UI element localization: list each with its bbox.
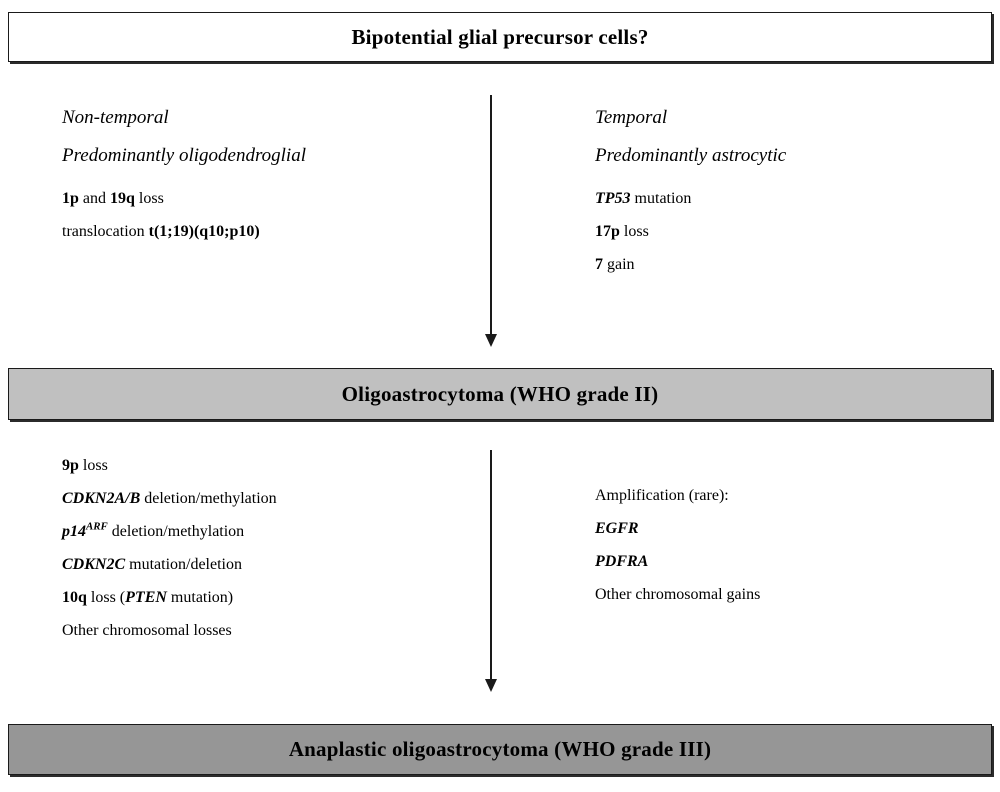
spacer: [62, 165, 462, 191]
box-grade2-label: Oligoastrocytoma (WHO grade II): [341, 381, 659, 406]
feature-line: CDKN2C mutation/deletion: [62, 557, 482, 573]
arrow-shaft: [490, 450, 492, 680]
column-temporal: Temporal Predominantly astrocytic TP53 m…: [595, 108, 975, 273]
feature-line: 1p and 19q loss: [62, 191, 462, 207]
text-segment: t(1;19)(q10;p10): [148, 223, 260, 240]
text-segment: EGFR: [595, 520, 639, 537]
arrow-head-icon: [485, 679, 497, 692]
text-segment: Other chromosomal gains: [595, 586, 761, 603]
feature-line: 7 gain: [595, 257, 975, 273]
box-grade3-label: Anaplastic oligoastrocytoma (WHO grade I…: [288, 737, 712, 761]
text-segment: and: [78, 190, 111, 207]
text-segment: Other chromosomal losses: [62, 622, 232, 639]
feature-line: EGFR: [595, 521, 975, 537]
text-segment: mutation/deletion: [125, 556, 242, 573]
box-oligoastrocytoma-who-grade-2: Oligoastrocytoma (WHO grade II): [8, 368, 992, 420]
box-precursor-label: Bipotential glial precursor cells?: [351, 24, 649, 49]
spacer: [595, 165, 975, 191]
text-segment: CDKN2A/B: [62, 490, 141, 507]
feature-list-non-temporal: 1p and 19q loss translocation t(1;19)(q10…: [62, 191, 462, 240]
text-segment: mutation: [630, 190, 692, 207]
text-segment: mutation): [166, 589, 234, 606]
text-segment: gain: [603, 256, 635, 273]
text-segment: deletion/methylation: [107, 523, 245, 540]
text-segment: 1p: [62, 190, 79, 207]
heading-predominantly-oligodendroglial: Predominantly oligodendroglial: [62, 145, 306, 166]
text-segment: TP53: [595, 190, 631, 207]
text-segment: 7: [595, 256, 603, 273]
feature-line: Amplification (rare):: [595, 488, 975, 504]
text-segment: 10q: [62, 589, 87, 606]
text-segment: 19q: [110, 190, 135, 207]
feature-list-progression-amplifications: Amplification (rare): EGFR PDFRA Other chro…: [595, 488, 975, 603]
arrow-precursor-to-grade2: [485, 95, 497, 347]
text-segment: ARF: [86, 520, 108, 533]
column-non-temporal: Non-temporal Predominantly oligodendrogl…: [62, 108, 462, 240]
text-segment: p14: [62, 523, 86, 540]
feature-line: TP53 mutation: [595, 191, 975, 207]
text-segment: 17p: [595, 223, 620, 240]
arrow-head-icon: [485, 334, 497, 347]
text-segment: loss (: [86, 589, 126, 606]
text-segment: loss: [619, 223, 649, 240]
feature-line: Other chromosomal gains: [595, 587, 975, 603]
arrow-shaft: [490, 95, 492, 335]
feature-line: CDKN2A/B deletion/methylation: [62, 491, 482, 507]
text-segment: 9p: [62, 457, 79, 474]
heading-non-temporal: Non-temporal: [62, 107, 169, 128]
box-anaplastic-oligoastrocytoma-who-grade-3: Anaplastic oligoastrocytoma (WHO grade I…: [8, 724, 992, 775]
text-segment: loss: [134, 190, 164, 207]
text-segment: PDFRA: [595, 553, 649, 570]
feature-line: p14ARF deletion/methylation: [62, 520, 482, 540]
feature-line: 10q loss (PTEN mutation): [62, 590, 482, 606]
feature-line: Other chromosomal losses: [62, 623, 482, 639]
text-segment: PTEN: [125, 589, 167, 606]
feature-list-temporal: TP53 mutation 17p loss 7 gain: [595, 191, 975, 273]
heading-predominantly-astrocytic: Predominantly astrocytic: [595, 145, 787, 166]
box-bipotential-glial-precursor-cells: Bipotential glial precursor cells?: [8, 12, 992, 62]
text-segment: translocation: [62, 223, 149, 240]
feature-line: 17p loss: [595, 224, 975, 240]
feature-line: translocation t(1;19)(q10;p10): [62, 224, 462, 240]
column-progression-amplifications: Amplification (rare): EGFR PDFRA Other chro…: [595, 488, 975, 603]
arrow-grade2-to-grade3: [485, 450, 497, 692]
feature-line: PDFRA: [595, 554, 975, 570]
text-segment: Amplification (rare):: [595, 487, 729, 504]
feature-line: 9p loss: [62, 458, 482, 474]
text-segment: deletion/methylation: [140, 490, 277, 507]
heading-temporal: Temporal: [595, 107, 668, 128]
text-segment: loss: [78, 457, 108, 474]
text-segment: CDKN2C: [62, 556, 126, 573]
